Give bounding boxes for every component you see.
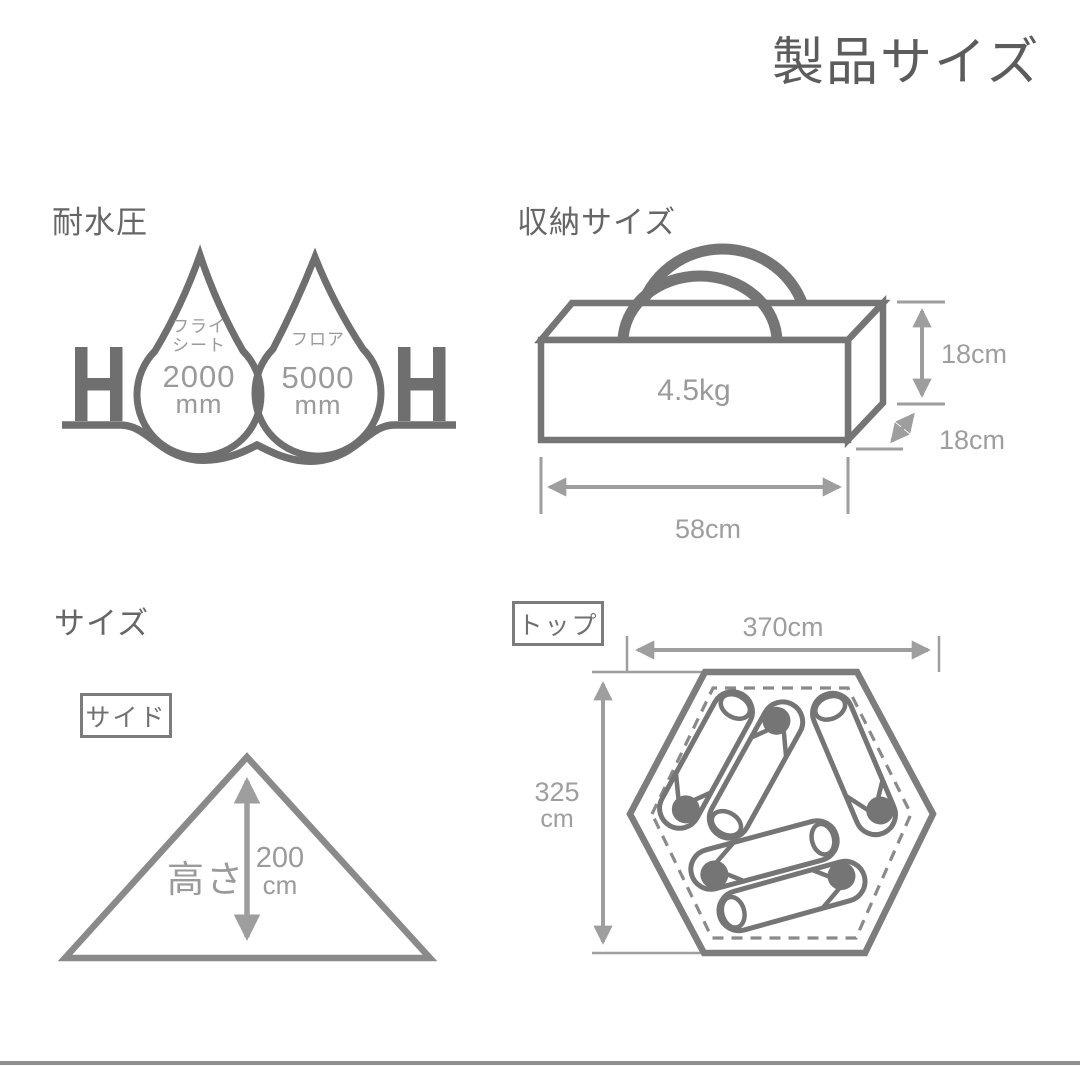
tent-depth-value: 325 [534,777,580,807]
bottom-border-line [0,1061,1080,1065]
bag-handle-front [617,270,783,343]
flysheet-drop-label: フライ シート 2000 mm [144,317,254,419]
tent-height-unit: cm [262,870,298,900]
bag-front-face [537,336,852,444]
sleeping-bag-icon [706,699,806,841]
extension-lines [592,636,941,955]
tent-side-triangle [57,752,438,962]
h-post-right-icon [398,347,446,421]
bag-top-face [534,299,891,344]
sleeping-bag-icon [716,858,868,934]
sleeping-bag-icon [657,689,755,831]
bag-height-dimension: 18cm [941,339,1008,369]
floor-value: 5000 [281,360,355,395]
storage-size-heading: 収納サイズ [517,205,677,240]
floor-label: フロア [291,330,345,349]
tent-height-value: 200 [255,842,305,874]
flysheet-value: 2000 [162,359,236,394]
tent-depth-unit: cm [540,805,574,833]
tent-height-label: 高さ [167,859,245,900]
water-pressure-icon [62,244,456,465]
water-drop-floor-icon [251,247,385,460]
flysheet-unit: mm [175,389,223,419]
inner-floor-dashed-hexagon [650,686,913,940]
depth-dimension-arrow [890,412,915,444]
tent-depth-dimension: 325 cm [530,777,584,833]
top-view-tag-label: トップ [517,611,599,640]
top-view-diagram [592,636,941,957]
flysheet-label-line2: シート [172,336,226,355]
floor-unit: mm [294,390,342,420]
tent-height-dimension: 200 cm [251,842,309,900]
page-title: 製品サイズ [772,34,1041,92]
side-view-tag-label: サイド [85,703,167,732]
h-post-left-icon [75,347,123,421]
top-view-tag: トップ [512,601,604,646]
side-view-diagram [57,752,438,962]
tent-width-dimension: 370cm [742,612,824,642]
storage-bag-icon [534,243,891,449]
sleeping-bag-icon [688,818,840,892]
water-surface-line [62,421,456,465]
bag-weight-label: 4.5kg [657,374,731,407]
size-heading: サイズ [54,606,150,641]
sleeping-bag-icon [810,690,898,838]
water-drop-flysheet-icon [133,244,265,461]
water-resistance-heading: 耐水圧 [52,205,148,240]
floor-drop-label: フロア 5000 mm [262,330,374,420]
storage-dimension-marks [539,300,945,514]
side-view-tag: サイド [80,693,172,738]
bag-depth-dimension: 18cm [939,425,1006,455]
bag-width-dimension: 58cm [674,514,742,544]
flysheet-label-line1: フライ [172,317,226,336]
